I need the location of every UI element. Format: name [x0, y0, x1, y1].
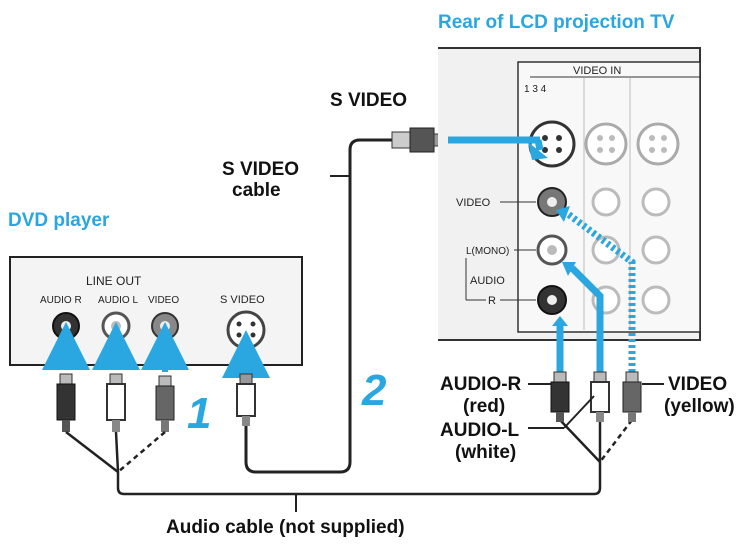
tv-video-label: VIDEO [456, 197, 491, 209]
tv-audio-l-jack [536, 234, 568, 266]
dvd-audio-l-plug [106, 373, 126, 432]
dvd-video-label: VIDEO [148, 295, 179, 306]
tv-video-jack [537, 187, 567, 217]
dvd-s-video-plug [236, 373, 256, 426]
line-out-label: LINE OUT [86, 274, 142, 288]
dvd-s-video-jack [226, 310, 266, 350]
audio-l-label-line2: (white) [455, 442, 516, 463]
audio-l-label-line1: AUDIO-L [440, 420, 520, 441]
tv-s-video-jack-4 [636, 122, 680, 166]
video-label-line1: VIDEO [668, 374, 727, 395]
dvd-s-video-label: S VIDEO [220, 294, 265, 306]
tv-video-jack-4 [641, 187, 671, 217]
step-1-number: 1 [187, 389, 211, 438]
dvd-video-jack [151, 312, 179, 340]
s-video-cable-label-line2: cable [232, 180, 281, 201]
tv-audio-r-jack-4 [641, 285, 671, 315]
tv-audio-l-jack-3 [591, 235, 621, 265]
audio-r-label-line1: AUDIO-R [440, 374, 522, 395]
dvd-video-plug [155, 375, 175, 432]
video-in-label: VIDEO IN [573, 65, 621, 77]
dvd-player-title: DVD player [8, 210, 110, 231]
tv-r-label: R [488, 295, 496, 307]
tv-audio-l-jack-4 [641, 235, 671, 265]
s-video-cable [244, 138, 392, 474]
tv-video-plug [622, 371, 642, 422]
tv-video-jack-3 [591, 187, 621, 217]
tv-rear-panel: VIDEO IN 1 3 4 [438, 47, 701, 341]
dvd-audio-l-label: AUDIO L [98, 295, 138, 306]
dvd-connection-arrows [42, 322, 270, 378]
tv-audio-label: AUDIO [470, 275, 505, 287]
audio-cable-label: Audio cable (not supplied) [166, 517, 405, 538]
tv-audio-l-plug [590, 371, 610, 422]
s-video-cable-label-line1: S VIDEO [222, 159, 299, 180]
tv-connection-arrows [552, 206, 636, 372]
step-2-number: 2 [361, 366, 387, 415]
tv-l-mono-label: L(MONO) [466, 246, 509, 257]
dvd-player-panel: LINE OUT AUDIO R AUDIO L VIDEO S VIDEO [9, 256, 303, 366]
audio-cable [65, 419, 633, 496]
video-in-numbers: 1 3 4 [524, 84, 547, 95]
diagram-title: Rear of LCD projection TV [438, 12, 675, 33]
video-label-line2: (yellow) [664, 396, 735, 417]
dvd-audio-r-label: AUDIO R [40, 295, 82, 306]
tv-audio-r-plug [550, 371, 570, 422]
dvd-audio-l-jack [101, 311, 131, 341]
dvd-audio-r-plug [56, 373, 76, 432]
tv-s-video-jack-3 [584, 122, 628, 166]
s-video-label: S VIDEO [330, 90, 407, 111]
audio-r-label-line2: (red) [463, 396, 505, 417]
tv-audio-r-jack [537, 285, 567, 315]
dvd-audio-r-jack [52, 312, 80, 340]
